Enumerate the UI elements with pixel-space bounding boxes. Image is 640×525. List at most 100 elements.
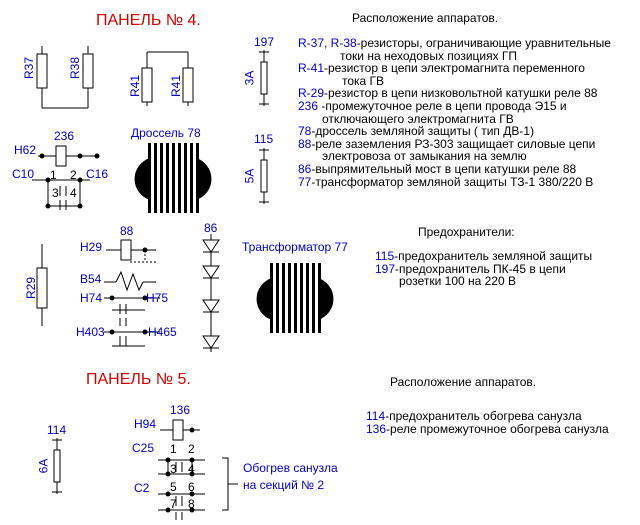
label-c2: C2	[134, 481, 150, 495]
relay-236	[32, 145, 100, 210]
legend-code: R-37, R-38	[298, 36, 357, 50]
label-n2: 2	[188, 442, 195, 456]
legend-code: 136	[366, 421, 387, 436]
legend-code: R-29	[298, 86, 325, 101]
label-197: 197	[254, 35, 275, 49]
relay-136	[158, 419, 205, 520]
legend-item: 77-трансформатор земляной защиты ТЗ-1 38…	[298, 174, 611, 189]
legend-text: -резистор в цепи низковольтной катушки р…	[324, 86, 598, 101]
fuses-title: Предохранители:	[418, 225, 515, 239]
heating-bracket	[222, 457, 238, 511]
label-n5: 5	[170, 480, 177, 494]
label-contact-4: 4	[70, 186, 77, 200]
choke-title: Дроссель 78	[131, 126, 201, 140]
label-136: 136	[170, 403, 191, 417]
label-197-rating: 3А	[242, 70, 257, 86]
label-h74: H74	[80, 291, 103, 305]
transformer-77	[256, 263, 334, 333]
legend-item: R-29-резистор в цепи низковольтной катуш…	[298, 87, 611, 100]
legend-cont: токи на неходовых позициях ГП	[340, 48, 518, 63]
fuse-197	[259, 50, 269, 106]
label-115-rating: 5А	[242, 168, 257, 184]
label-n6: 6	[188, 480, 195, 494]
legend-item: R-41-резистор в цепи электромагнита пере…	[298, 62, 611, 75]
legend-text: -дроссель земляной защиты ( тип ДВ-1)	[311, 124, 535, 139]
choke-78	[134, 143, 212, 213]
legend-code: 197	[375, 261, 396, 276]
label-115: 115	[254, 132, 274, 146]
label-c25: C25	[132, 441, 155, 455]
legend-text: -трансформатор земляной защиты ТЗ-1 380/…	[311, 174, 594, 189]
panel4-location-title: Расположение аппаратов.	[352, 11, 499, 25]
legend-item: 197-предохранитель ПК-45 в цепи	[375, 261, 592, 276]
legend-item: 86-выпрямительный мост в цепи катушки ре…	[298, 163, 611, 176]
label-r38: R38	[68, 56, 83, 80]
label-r41b: R41	[169, 74, 184, 98]
fuses-legend: 115-предохранитель земляной защиты 197-п…	[375, 250, 592, 288]
legend-code: 114	[366, 409, 386, 423]
heating-label: Обогрев санузла	[243, 461, 338, 475]
label-114-rating: 6А	[36, 458, 51, 474]
label-contact-2: 2	[70, 168, 77, 182]
label-h29: H29	[80, 240, 103, 254]
legend-item: 88-реле заземления РЗ-303 защищает силов…	[298, 136, 611, 151]
legend-text: -предохранитель обогрева санузла	[385, 409, 582, 423]
legend-cont: тока ГВ	[342, 73, 385, 88]
label-c16: C16	[86, 167, 109, 181]
panel4-title: ПАНЕЛЬ № 4.	[96, 12, 201, 29]
legend-text: -промежуточное реле в цепи провода Э15 и	[318, 98, 567, 113]
bridge-86	[202, 234, 220, 352]
label-r41a: R41	[128, 74, 143, 98]
legend-code: R-41	[298, 61, 325, 76]
panel5-title: ПАНЕЛЬ № 5.	[86, 371, 191, 388]
legend-item: 136-реле промежуточное обогрева санузла	[366, 421, 609, 436]
label-contact-3: 3	[52, 186, 59, 200]
label-h75: H75	[146, 291, 169, 305]
label-236: 236	[54, 129, 75, 143]
legend-text: -резисторы, ограничивающие уравнительные	[356, 36, 611, 50]
legend-item: R-37, R-38-резисторы, ограничивающие ура…	[298, 37, 611, 50]
legend-cont: электровоза от замыкания на землю	[322, 149, 527, 164]
label-n8: 8	[188, 497, 195, 511]
label-n4: 4	[188, 462, 195, 476]
legend-item: 114-предохранитель обогрева санузла	[366, 410, 609, 423]
resistor-r37-r38	[36, 46, 94, 109]
legend-code: 78	[298, 124, 312, 139]
transformer-title: Трансформатор 77	[242, 240, 348, 254]
legend-item: 236 -промежуточное реле в цепи провода Э…	[298, 100, 611, 113]
label-h465: H465	[148, 325, 177, 339]
legend-text: -предохранитель земляной защиты	[394, 249, 593, 263]
legend-item: 115-предохранитель земляной защиты	[375, 250, 592, 263]
legend-text: -выпрямительный мост в цепи катушки реле…	[311, 161, 577, 176]
legend-panel4: R-37, R-38-резисторы, ограничивающие ура…	[298, 37, 611, 188]
label-n7: 7	[170, 497, 177, 511]
relay-88	[104, 239, 160, 347]
label-h403: H403	[76, 325, 105, 339]
legend-cont: отключающего электромагнита ГВ	[322, 111, 514, 126]
legend-item: 78-дроссель земляной защиты ( тип ДВ-1)	[298, 125, 611, 138]
label-n1: 1	[170, 442, 177, 456]
label-r37: R37	[22, 56, 37, 80]
label-86: 86	[204, 221, 218, 235]
legend-text: -резистор в цепи электромагнита переменн…	[324, 61, 585, 76]
legend-code: 236	[298, 98, 319, 113]
resistor-r41-pair	[141, 51, 194, 106]
legend-text: -реле промежуточное обогрева санузла	[386, 421, 609, 436]
label-h94: H94	[134, 417, 157, 431]
legend-cont: розетки 100 на 220 В	[399, 274, 516, 289]
legend-panel5: 114-предохранитель обогрева санузла 136-…	[366, 410, 609, 435]
legend-code: 88	[298, 136, 312, 151]
legend-code: 77	[298, 174, 312, 189]
label-h62: H62	[14, 143, 37, 157]
legend-text: -предохранитель ПК-45 в цепи	[395, 261, 566, 276]
label-r29: R29	[24, 276, 39, 300]
legend-text: -реле заземления РЗ-303 защищает силовые…	[311, 136, 596, 151]
label-n3: 3	[170, 462, 177, 476]
legend-code: 115	[375, 249, 395, 263]
label-c10: C10	[12, 167, 35, 181]
label-114: 114	[47, 423, 67, 437]
label-b54: B54	[80, 272, 102, 286]
fuse-115	[259, 148, 269, 204]
label-contact-1: 1	[50, 168, 57, 182]
